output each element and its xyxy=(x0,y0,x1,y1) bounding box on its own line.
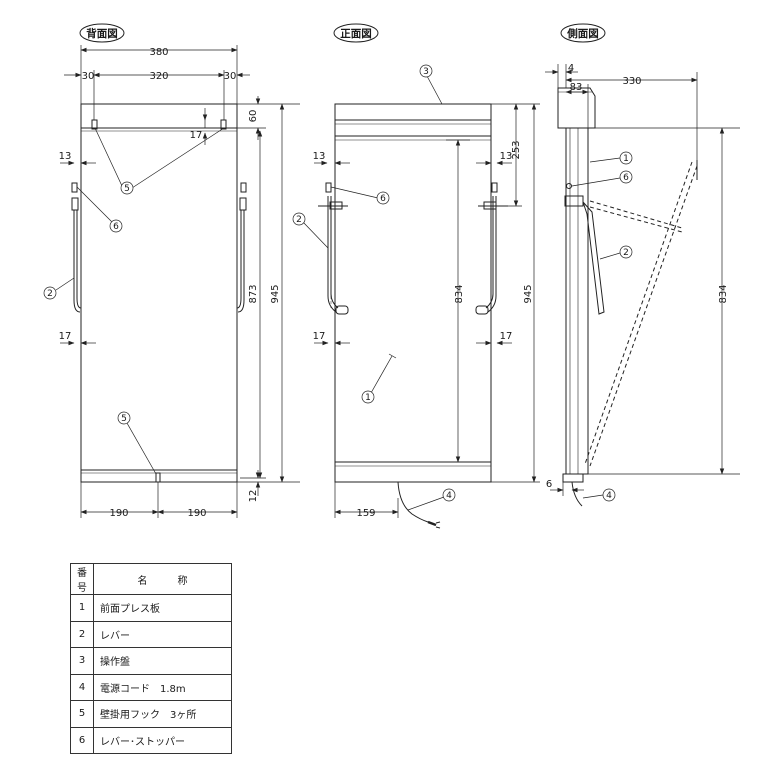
back-view-callouts xyxy=(43,127,225,475)
dim-back-width: 380 xyxy=(149,47,168,58)
dim-front-bottom-right: 17 xyxy=(500,331,513,342)
table-row: 2 レバー xyxy=(70,620,232,648)
callout-5-back-bottom: 5 xyxy=(121,414,127,424)
svg-text:正面図: 正面図 xyxy=(340,28,372,40)
dim-front-offset-right: 13 xyxy=(500,151,513,162)
front-view-dimensions xyxy=(314,103,540,518)
dim-front-cord: 159 xyxy=(356,508,375,519)
callout-6-back: 6 xyxy=(113,222,119,232)
callout-6-side: 6 xyxy=(623,173,629,183)
callout-2-back: 2 xyxy=(47,289,53,299)
callout-1-front: 1 xyxy=(365,393,371,403)
callout-2-front: 2 xyxy=(296,215,302,225)
svg-text:側面図: 側面図 xyxy=(566,27,599,40)
part-number: 5 xyxy=(70,700,94,728)
callout-4-front: 4 xyxy=(446,491,452,501)
dim-back-span: 320 xyxy=(149,71,168,82)
part-number: 2 xyxy=(70,620,94,648)
back-view-dimension-labels: 380 30 320 30 60 17 13 17 873 945 12 190… xyxy=(59,47,281,519)
callout-2-side: 2 xyxy=(623,248,629,258)
part-name: 壁掛用フック 3ヶ所 xyxy=(93,700,232,728)
dim-front-lever-top: 253 xyxy=(511,140,522,159)
part-number: 6 xyxy=(70,726,94,754)
callout-3-front: 3 xyxy=(423,67,429,77)
dim-front-bottom-left: 17 xyxy=(313,331,326,342)
side-view xyxy=(557,87,698,507)
part-name: 操作盤 xyxy=(93,647,232,675)
part-number: 4 xyxy=(70,673,94,701)
parts-table: 番号 名 称 1 前面プレス板 2 レバー 3 操作盤 4 電源コード 1.8m… xyxy=(70,563,232,754)
callout-1-side: 1 xyxy=(623,154,629,164)
header-name: 名 称 xyxy=(93,563,232,595)
dim-back-margin-right: 30 xyxy=(224,71,237,82)
dim-back-top: 60 xyxy=(248,110,259,123)
side-view-title: 側面図 xyxy=(560,23,606,43)
dim-side-bottom: 6 xyxy=(546,479,552,490)
dim-side-depth-small: 4 xyxy=(568,63,574,74)
part-number: 3 xyxy=(70,647,94,675)
part-name: レバー xyxy=(93,620,232,648)
dim-side-reach: 330 xyxy=(622,76,641,87)
dim-back-half-right: 190 xyxy=(187,508,206,519)
header-number: 番号 xyxy=(70,563,94,595)
back-view-dimensions xyxy=(60,45,300,518)
front-view-callouts xyxy=(292,64,456,511)
part-name: 電源コード 1.8m xyxy=(93,673,232,701)
table-row: 1 前面プレス板 xyxy=(70,594,232,622)
part-name: レバー･ストッパー xyxy=(93,726,232,754)
callout-5-back-top: 5 xyxy=(124,184,130,194)
front-view-title: 正面図 xyxy=(333,23,379,43)
front-view xyxy=(318,103,508,529)
dim-back-offset-bottom: 17 xyxy=(59,331,72,342)
callout-4-side: 4 xyxy=(606,491,612,501)
dim-back-total-height: 945 xyxy=(270,284,281,303)
dim-back-offset-top: 13 xyxy=(59,151,72,162)
callout-6-front: 6 xyxy=(380,194,386,204)
dim-back-bottom: 12 xyxy=(248,490,259,503)
table-row: 3 操作盤 xyxy=(70,647,232,675)
parts-table-header: 番号 名 称 xyxy=(70,563,232,595)
side-view-dimensions xyxy=(545,64,740,496)
back-view xyxy=(71,103,247,483)
side-view-callouts xyxy=(571,151,633,502)
dim-front-press-height: 834 xyxy=(454,284,465,303)
table-row: 4 電源コード 1.8m xyxy=(70,673,232,701)
table-row: 5 壁掛用フック 3ヶ所 xyxy=(70,700,232,728)
dim-back-inner-height: 873 xyxy=(248,284,259,303)
dim-side-height: 834 xyxy=(718,284,729,303)
table-row: 6 レバー･ストッパー xyxy=(70,726,232,754)
dim-front-offset-left: 13 xyxy=(313,151,326,162)
dim-back-half-left: 190 xyxy=(109,508,128,519)
dim-front-total-height: 945 xyxy=(523,284,534,303)
back-view-title: 背面図 xyxy=(79,23,125,43)
part-number: 1 xyxy=(70,594,94,622)
dim-back-hook: 17 xyxy=(190,130,203,141)
dim-side-top: 83 xyxy=(570,82,583,93)
svg-text:背面図: 背面図 xyxy=(86,27,118,40)
dim-back-margin-left: 30 xyxy=(82,71,95,82)
part-name: 前面プレス板 xyxy=(93,594,232,622)
